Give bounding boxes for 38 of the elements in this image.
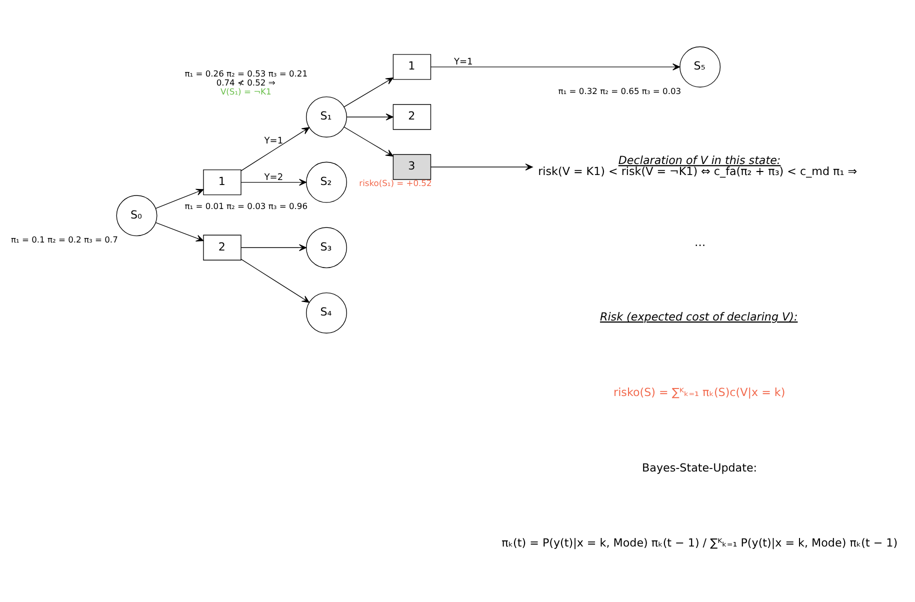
label: …: [694, 236, 706, 249]
label: Bayes-State-Update:: [642, 460, 758, 474]
node-label: risko(S₁) = +0.52: [359, 178, 432, 188]
arrow: [240, 244, 307, 251]
edge-label: Y=2: [264, 172, 284, 182]
edge-label: Y=1: [454, 56, 473, 67]
node-text: Declaration of V in this state: risk(V = K1) < risk(V = ¬K1) ⇔ c_fa(π₂ + π₃) < c_md π₁ ⇒: [538, 154, 858, 178]
node-circle: S₁: [306, 96, 347, 137]
label: risko(S) = ∑ᴷₖ₌₁ πₖ(S)c(V|x = k): [614, 386, 786, 399]
arrow: [240, 258, 310, 302]
node-label: V(S₁) = ¬K1: [220, 86, 272, 96]
arrow: [240, 178, 307, 186]
node-label: 0.74 ≮ 0.52 ⇒: [216, 76, 276, 87]
node-label: π₁ = 0.26 π₂ = 0.53 π₃ = 0.21: [184, 68, 308, 78]
node-circle: S₄: [306, 292, 347, 333]
node-circle: S₅: [680, 46, 721, 87]
label: Risk (expected cost of declaring V):: [600, 310, 798, 323]
arrow: [155, 188, 204, 208]
node-circle: S₀: [116, 194, 158, 236]
arrow: [430, 163, 533, 170]
arrow: [155, 222, 204, 242]
arrow: [346, 113, 394, 120]
node-circle: S₃: [306, 226, 347, 268]
arrow: [344, 126, 394, 156]
node-box: 1: [203, 168, 242, 195]
node-box: 2: [392, 104, 432, 130]
arrow: [430, 62, 680, 70]
label: πₖ(t) = P(y(t)|x = k, Mode) πₖ(t − 1) / ∑ᴷₖ₌₁ P(y(t)|x = k, Mode) πₖ(t − 1): [502, 536, 898, 549]
arrow: [344, 76, 394, 107]
edge-label: Y=1: [264, 136, 284, 146]
node-circle: S₂: [306, 161, 347, 202]
node-box: 3: [392, 154, 432, 180]
arrow: [240, 126, 310, 171]
node-label: π₁ = 0.01 π₂ = 0.03 π₃ = 0.96: [184, 200, 308, 211]
node-box: 1: [392, 54, 432, 80]
node-label: π₁ = 0.1 π₂ = 0.2 π₃ = 0.7: [10, 234, 118, 244]
node-box: 2: [203, 234, 242, 260]
node-label: π₁ = 0.32 π₂ = 0.65 π₃ = 0.03: [558, 85, 682, 96]
